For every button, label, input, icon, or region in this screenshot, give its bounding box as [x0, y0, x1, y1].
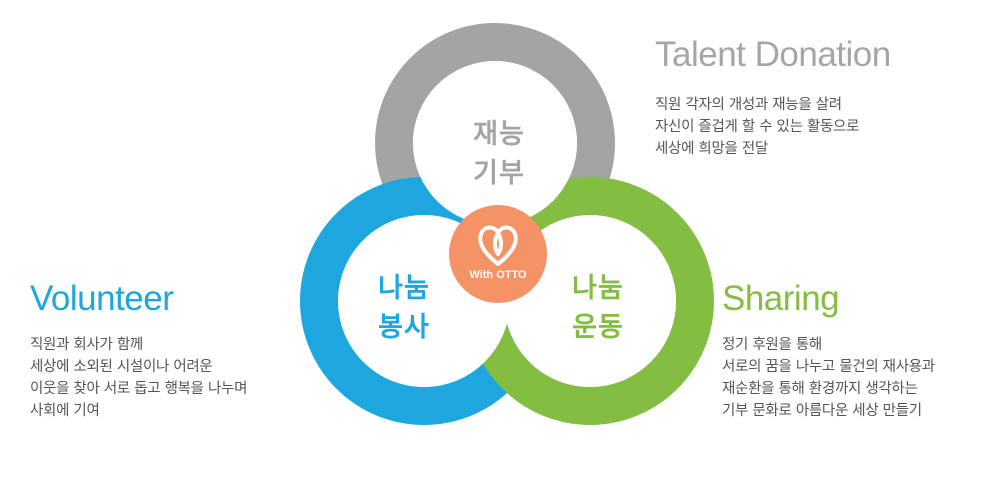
center-badge: With OTTO: [449, 205, 547, 303]
sharing-circle-line1: 나눔: [572, 273, 624, 304]
volunteer-line-3: 이웃을 찾아 서로 돕고 행복을 나누며: [30, 381, 248, 397]
center-badge-label: With OTTO: [469, 269, 527, 281]
sharing-line-1: 정기 후원을 통해: [722, 337, 822, 353]
talent-line-2: 자신이 즐겁게 할 수 있는 활동으로: [655, 119, 860, 135]
volunteer-line-2: 세상에 소외된 시설이나 어려운: [30, 359, 213, 375]
talent-donation-description: 직원 각자의 개성과 재능을 살려 자신이 즐겁게 할 수 있는 활동으로 세상…: [655, 94, 891, 160]
sharing-description: 정기 후원을 통해 서로의 꿈을 나누고 물건의 재사용과 재순환을 통해 환경…: [722, 334, 935, 422]
sharing-line-3: 재순환을 통해 환경까지 생각하는: [722, 381, 918, 397]
sharing-line-4: 기부 문화로 아름다운 세상 만들기: [722, 403, 922, 419]
volunteer-line-1: 직원과 회사가 함께: [30, 337, 143, 353]
talent-line-1: 직원 각자의 개성과 재능을 살려: [655, 97, 842, 113]
volunteer-line-4: 사회에 기여: [30, 403, 100, 419]
talent-line-3: 세상에 희망을 전달: [655, 141, 768, 157]
talent-donation-block: Talent Donation 직원 각자의 개성과 재능을 살려 자신이 즐겁…: [655, 37, 891, 160]
sharing-line-2: 서로의 꿈을 나누고 물건의 재사용과: [722, 359, 935, 375]
heart-icon: [478, 225, 518, 266]
sharing-inner: [504, 215, 676, 387]
sharing-block: Sharing 정기 후원을 통해 서로의 꿈을 나누고 물건의 재사용과 재순…: [722, 281, 935, 422]
sharing-circle-line2: 운동: [572, 312, 624, 343]
volunteer-block: Volunteer 직원과 회사가 함께 세상에 소외된 시설이나 어려운 이웃…: [30, 281, 247, 422]
talent-circle-line2: 기부: [473, 158, 525, 189]
talent-inner: [413, 61, 577, 225]
sharing-title: Sharing: [722, 279, 840, 318]
volunteer-circle-line1: 나눔: [378, 273, 430, 304]
volunteer-circle-line2: 봉사: [378, 312, 430, 343]
talent-donation-title: Talent Donation: [655, 35, 891, 74]
volunteer-title: Volunteer: [30, 279, 174, 318]
talent-circle-line1: 재능: [473, 119, 525, 150]
volunteer-description: 직원과 회사가 함께 세상에 소외된 시설이나 어려운 이웃을 찾아 서로 돕고…: [30, 334, 247, 422]
